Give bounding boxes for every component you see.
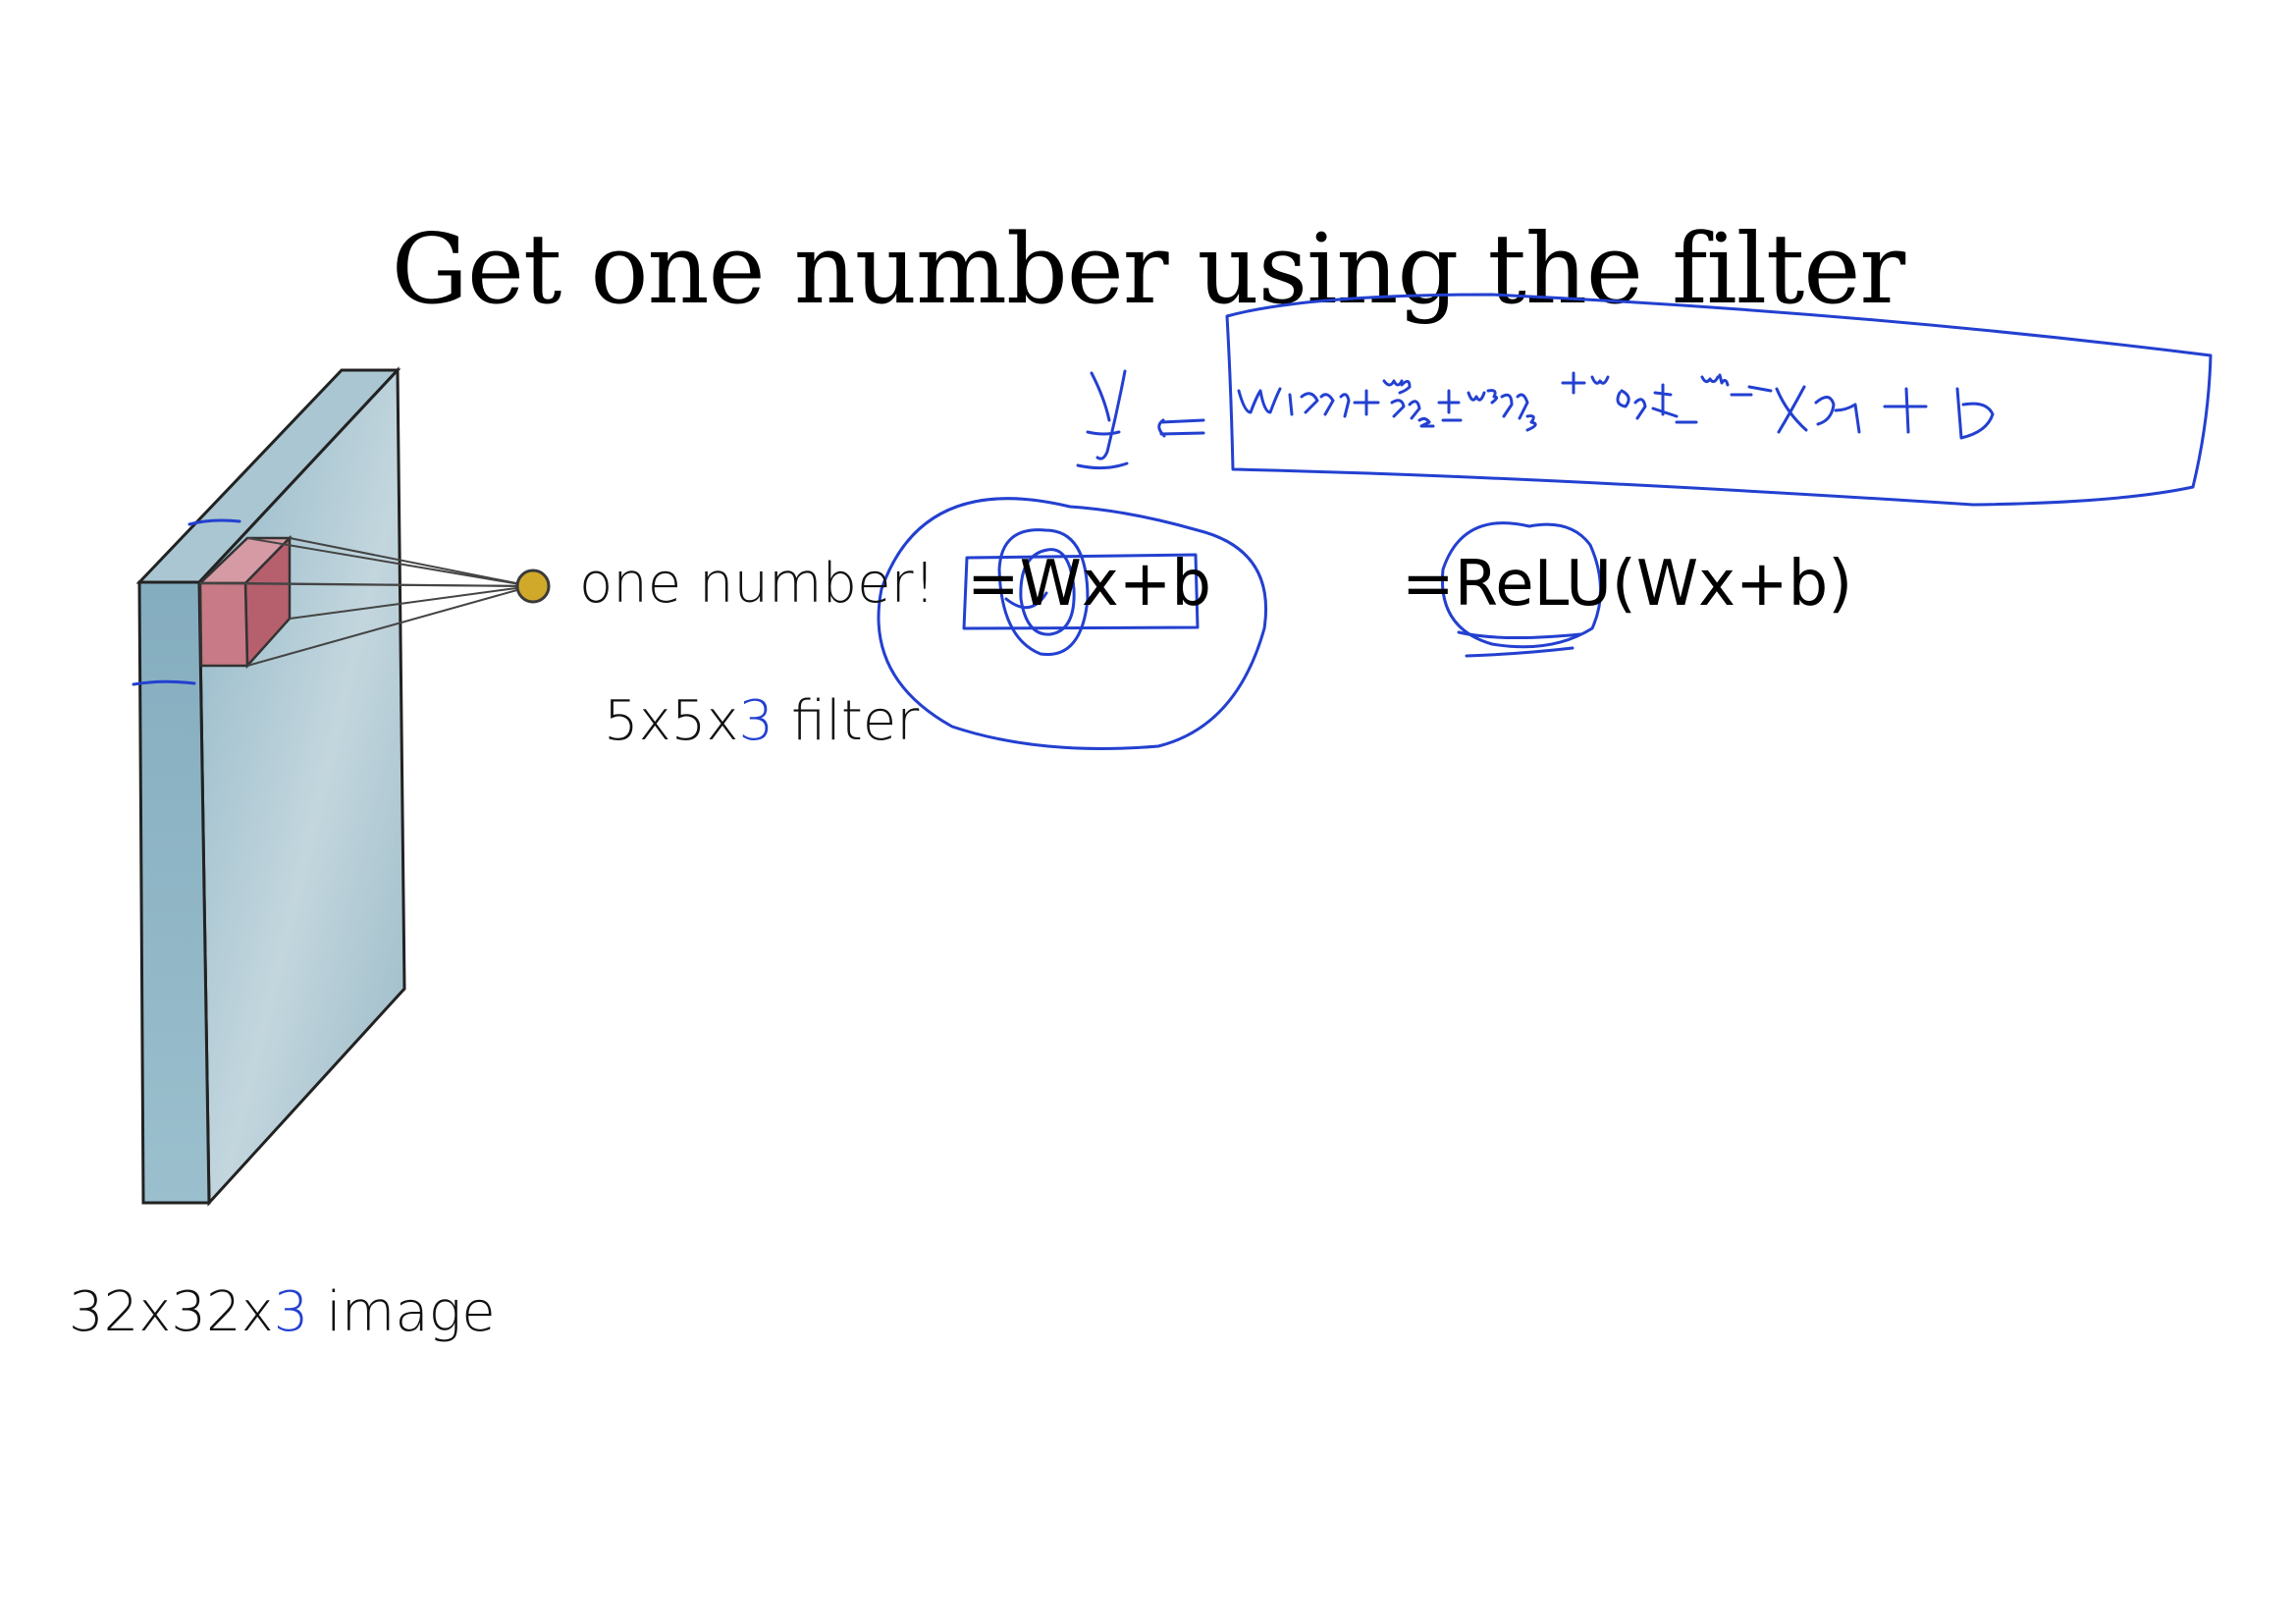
image-label-prefix: 32x32x — [69, 1280, 274, 1344]
filter-label-prefix: 5x5x — [604, 689, 739, 753]
w-circle-outer — [997, 528, 1090, 657]
relu-equation: =ReLU(Wx+b) — [1402, 548, 1853, 621]
image-label-depth: 3 — [273, 1280, 309, 1344]
relu-underline-1 — [1457, 630, 1582, 640]
expression-box — [1225, 293, 2213, 507]
y-hat-symbol — [1076, 369, 1129, 470]
image-label: 32x32x3 image — [69, 1280, 496, 1344]
w-scribble — [1004, 591, 1048, 610]
projection-lines — [199, 537, 532, 667]
tick-mark-top — [187, 518, 241, 526]
filter-front-face — [198, 581, 249, 668]
output-neuron — [515, 568, 551, 604]
image-label-suffix: image — [308, 1280, 496, 1344]
handwritten-weighted-sum — [1237, 371, 1995, 440]
input-volume — [135, 366, 406, 1207]
linear-equation: =Wx+b — [967, 548, 1212, 621]
handwritten-annotations — [132, 293, 2213, 750]
arrow-symbol — [1157, 418, 1205, 438]
filter-label-suffix: filter — [774, 689, 920, 753]
filter-label: 5x5x3 filter — [604, 689, 919, 753]
w-circle-inner — [1019, 548, 1076, 636]
tick-mark-left — [132, 679, 196, 686]
slide-title: Get one number using the filter — [391, 214, 1906, 326]
relu-circle — [1440, 521, 1602, 649]
volume-side-face — [137, 580, 211, 1205]
linear-eq-circle — [877, 497, 1268, 750]
linear-eq-box — [962, 553, 1200, 630]
output-label: one number! — [579, 552, 936, 616]
relu-underline-2 — [1465, 646, 1575, 658]
filter-label-depth: 3 — [738, 689, 774, 753]
